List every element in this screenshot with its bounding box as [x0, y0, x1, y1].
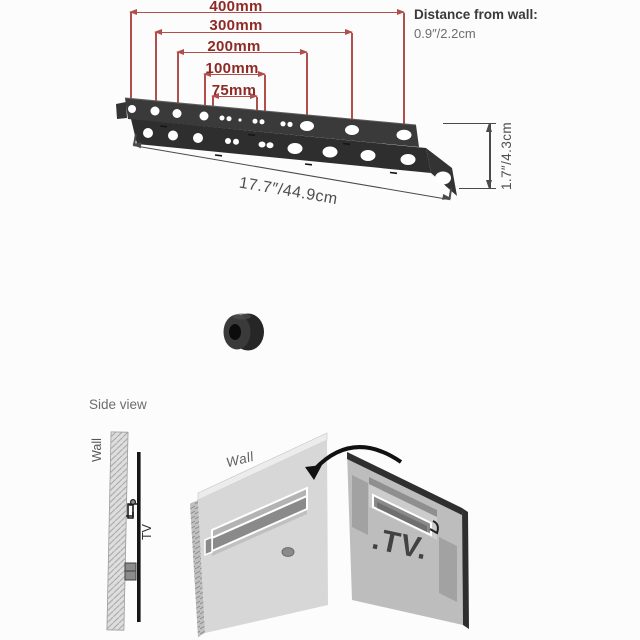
leader-300-left	[155, 33, 157, 111]
side-view-title: Side view	[89, 397, 147, 412]
leader-100-left	[204, 75, 206, 116]
dimension-label-200: 200mm	[207, 38, 261, 55]
side-view-drawing	[106, 431, 141, 631]
dimension-label-300: 300mm	[209, 17, 263, 34]
leader-200-right	[306, 53, 308, 126]
iso-mounting-drawing	[190, 432, 469, 637]
dimension-label-400: 400mm	[209, 0, 263, 15]
dimension-label-75: 75mm	[211, 82, 257, 99]
height-tick-top	[443, 123, 496, 125]
leader-200-left	[177, 53, 179, 113]
rubber-spacer-grommet	[223, 313, 264, 351]
leader-300-right	[351, 33, 353, 130]
height-dimension-line	[486, 123, 492, 189]
wall-bracket-rail-drawing	[116, 97, 457, 196]
dimension-label-100: 100mm	[205, 60, 259, 77]
iso-tv-panel	[347, 452, 469, 629]
dimension-line-400	[129, 8, 405, 15]
distance-note: Distance from wall: 0.9″/2.2cm	[414, 7, 538, 42]
distance-value: 0.9″/2.2cm	[414, 25, 476, 41]
side-view-tv-label: TV	[140, 524, 154, 540]
leader-400-right	[403, 13, 405, 135]
height-tick-bottom	[459, 188, 496, 190]
dimension-line-100	[203, 70, 266, 77]
side-view-wall-label: Wall	[90, 438, 104, 462]
mounting-arrow	[305, 445, 403, 480]
leader-400-left	[130, 13, 132, 110]
dimension-line-75	[211, 92, 258, 99]
leader-75-right	[256, 97, 258, 120]
dimension-line-200	[176, 48, 308, 55]
dimension-line-300	[154, 28, 353, 35]
distance-heading: Distance from wall:	[414, 7, 538, 22]
leader-100-right	[264, 75, 266, 121]
height-dimension-label: 1.7″/4.3cm	[499, 121, 514, 191]
iso-wall-panel	[190, 432, 328, 637]
